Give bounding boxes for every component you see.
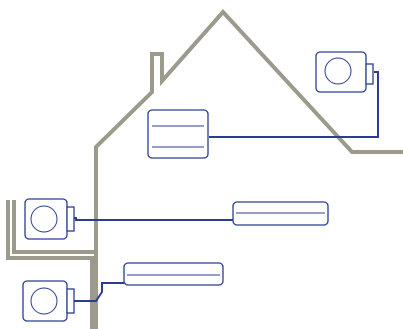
outdoor-unit-attic (315, 51, 374, 93)
console-unit-body (147, 109, 209, 159)
outdoor-unit-fan (30, 205, 58, 233)
outdoor-unit-side-panel (365, 63, 374, 85)
outdoor-unit-side-panel (66, 288, 75, 314)
outdoor-unit-first-floor (24, 198, 75, 240)
outdoor-unit-side-panel (66, 206, 75, 232)
house-roof-and-walls (12, 9, 403, 329)
outdoor-unit-casing (22, 280, 68, 322)
outdoor-unit-fan (30, 287, 58, 315)
wall-unit-body (123, 262, 224, 286)
house-outline (6, 9, 403, 329)
indoor-unit-wall-mounted-upper (232, 201, 329, 226)
pipe-attic-outdoor-to-console (209, 71, 379, 138)
pipe-ground-floor-to-wall-unit (73, 282, 124, 302)
outdoor-unit-fan (324, 57, 352, 85)
indoor-unit-console (147, 109, 209, 159)
house-left-wall (6, 200, 94, 329)
indoor-unit-wall-mounted-lower (123, 262, 224, 286)
outdoor-unit-ground-floor (22, 280, 75, 322)
piping (72, 71, 379, 302)
